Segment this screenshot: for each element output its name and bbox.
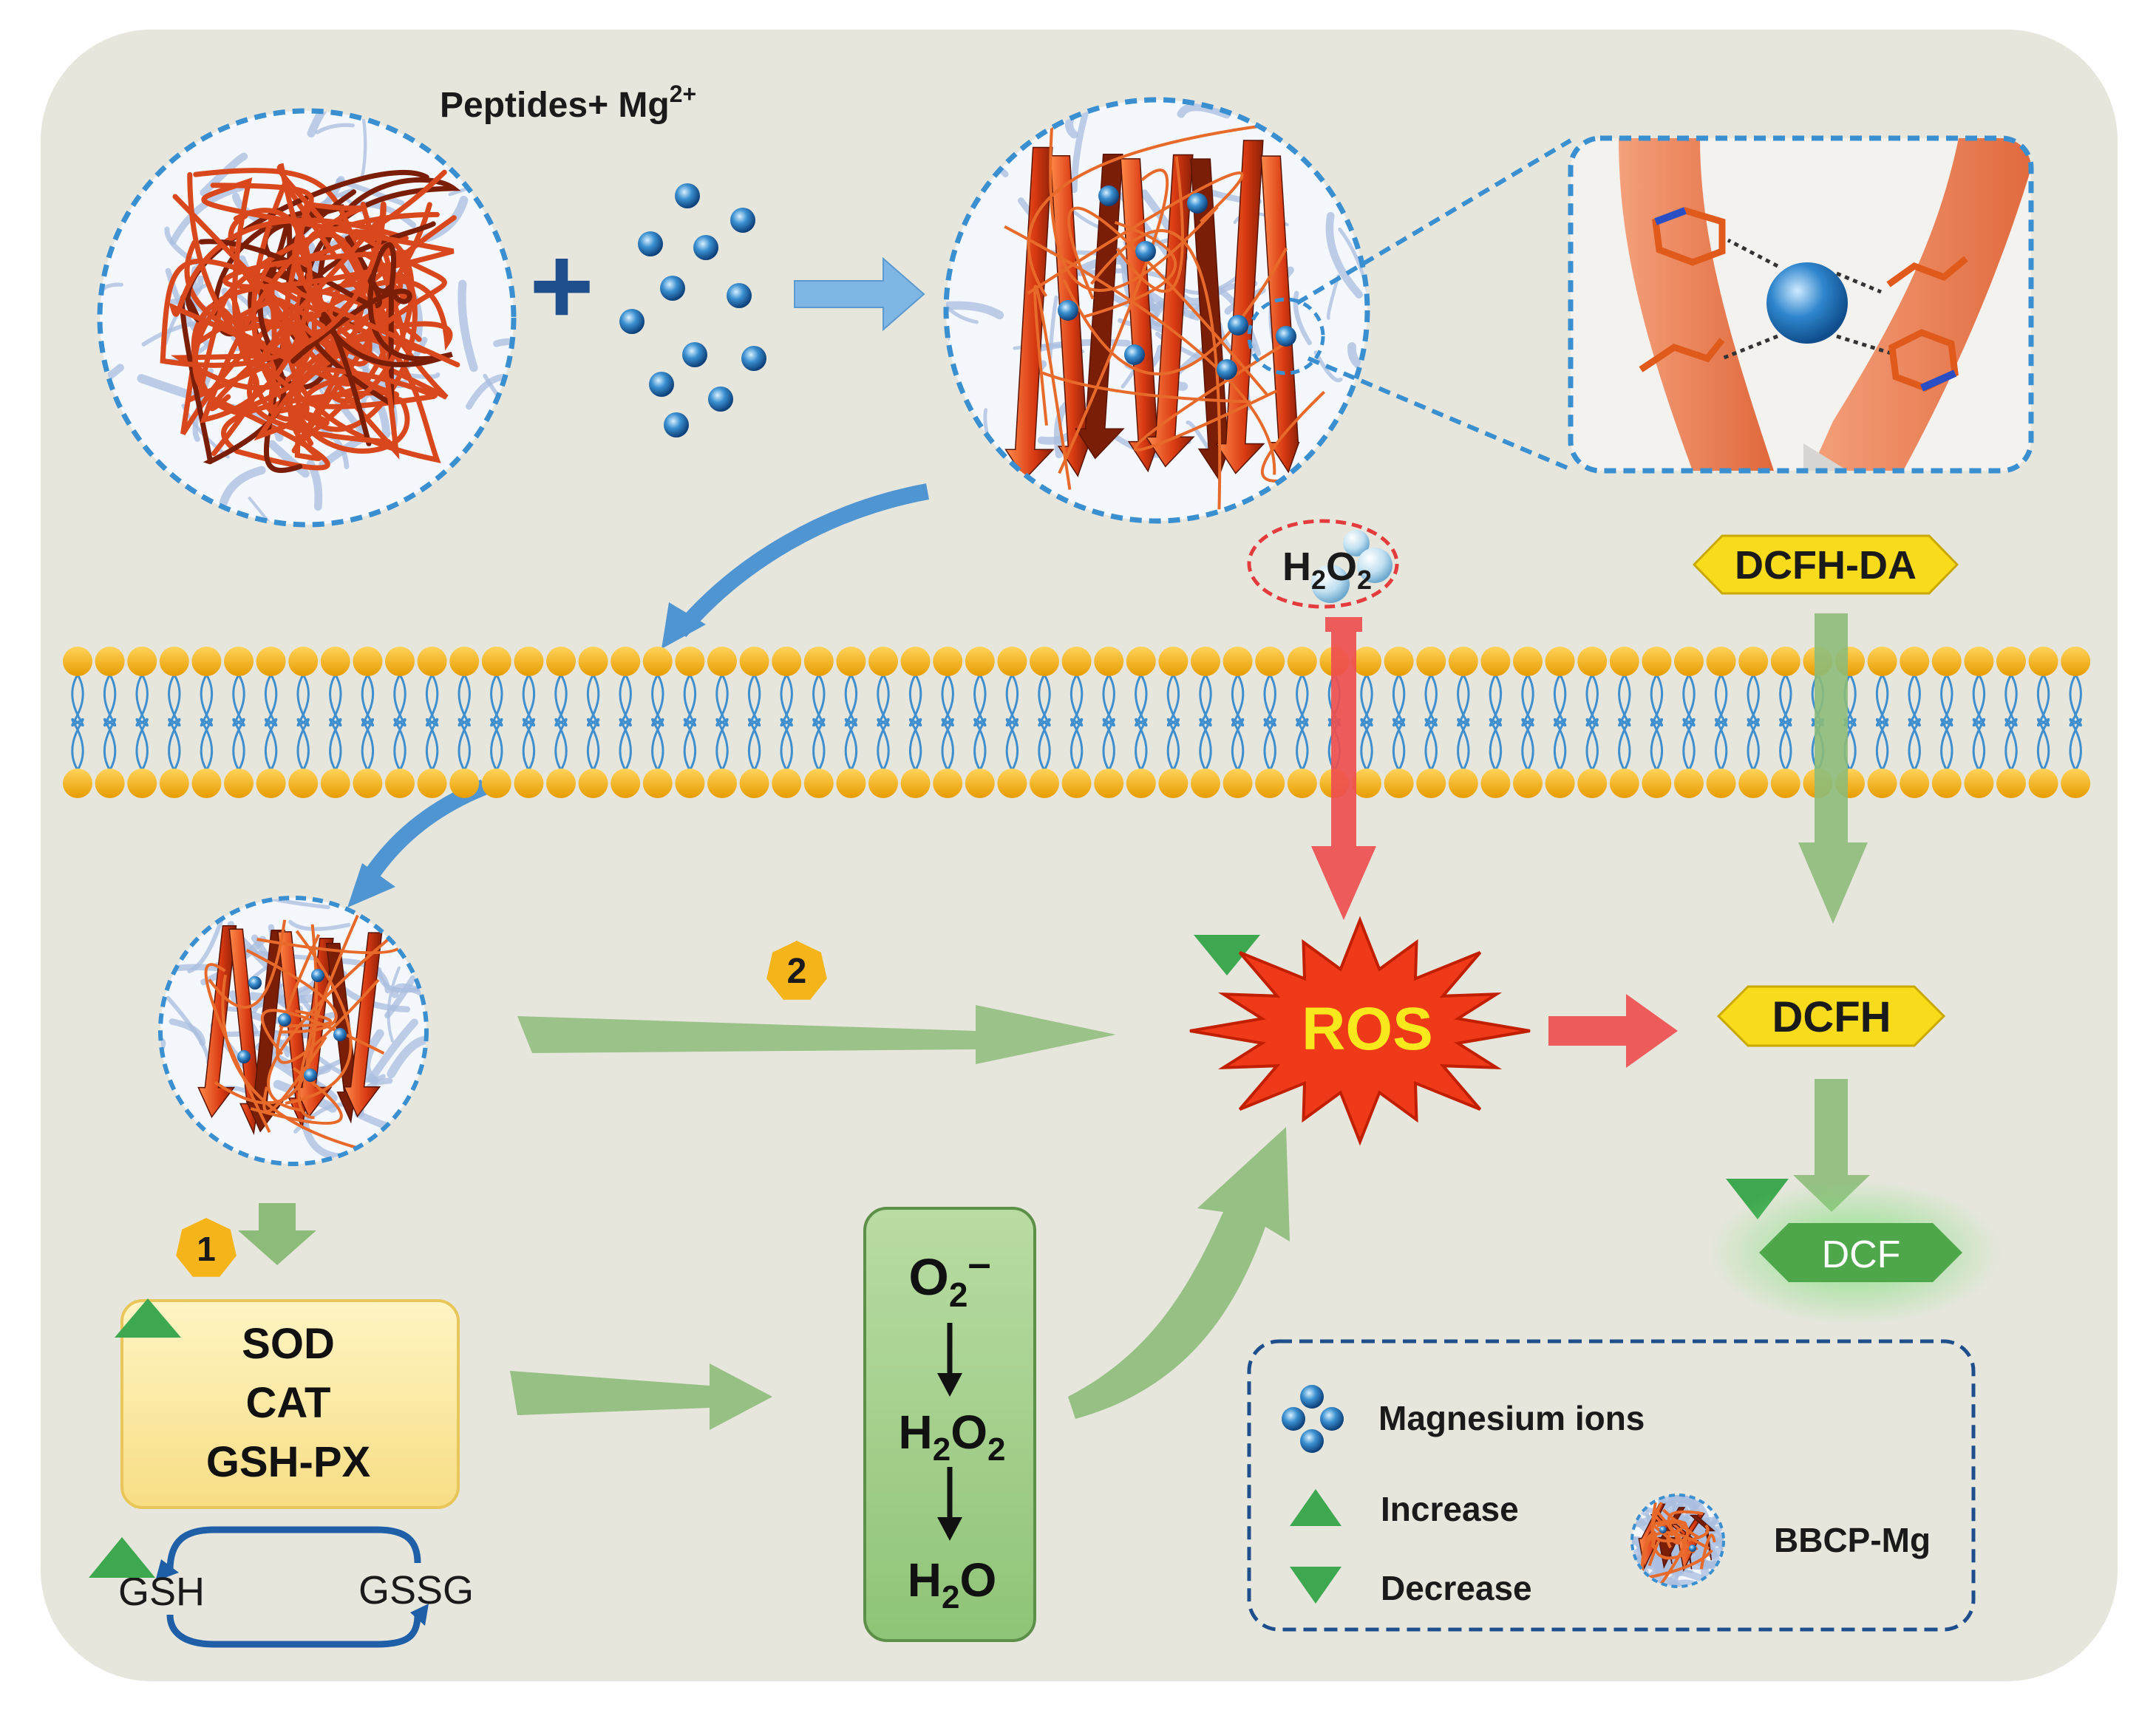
- legend-increase-triangle: [1290, 1489, 1341, 1526]
- enzyme-increase-triangle: [115, 1298, 181, 1338]
- enzyme-sod: SOD: [242, 1320, 335, 1368]
- svg-text:DCFH: DCFH: [1772, 993, 1891, 1041]
- legend-bbcp-icon: [1630, 1494, 1725, 1588]
- legend-bbcp-label: BBCP-Mg: [1774, 1521, 1931, 1559]
- plus-sign: +: [529, 223, 594, 347]
- dcfh-label: DCFH: [1716, 985, 1946, 1047]
- svg-text:2: 2: [787, 952, 807, 991]
- peptides-mg-label: Peptides+ Mg2+: [440, 81, 696, 125]
- h2o2-influx-arrow: [1311, 617, 1376, 920]
- coordination-zoom-box: [1568, 135, 2034, 474]
- bbcp-mg-complex-sphere: [943, 97, 1370, 524]
- gsh-increase-triangle: [89, 1537, 155, 1578]
- legend-increase-label: Increase: [1381, 1490, 1519, 1528]
- dcfh-da-entry-arrow: [1798, 613, 1868, 924]
- direct-scavenging-arrow: [517, 1005, 1116, 1064]
- ros-burst: ROS: [1189, 916, 1531, 1146]
- dcfh-da-label: DCFH-DA: [1692, 534, 1959, 595]
- svg-text:ROS: ROS: [1302, 995, 1433, 1063]
- reaction-to-ros-arrow: [1068, 1127, 1290, 1419]
- dcfh-to-dcf-arrow: [1793, 1079, 1870, 1212]
- uptake-arrow-upper: [662, 483, 930, 649]
- svg-text:H2O: H2O: [908, 1553, 996, 1615]
- svg-text:DCF: DCF: [1822, 1233, 1901, 1276]
- enzyme-activation-arrow: [238, 1203, 316, 1265]
- binding-arrow: [794, 256, 925, 332]
- ros-decrease-triangle: [1194, 935, 1260, 975]
- zoom-line-top: [1296, 138, 1572, 305]
- zoom-line-bottom: [1307, 356, 1572, 471]
- legend-decrease-label: Decrease: [1381, 1569, 1532, 1607]
- cell-membrane: [63, 647, 2091, 798]
- enzyme-gsh-px: GSH-PX: [206, 1438, 371, 1486]
- gssg-label: GSSG: [358, 1568, 474, 1612]
- svg-text:H2O2: H2O2: [1282, 545, 1372, 595]
- svg-text:O2–: O2–: [908, 1239, 990, 1314]
- magnesium-ions: [619, 183, 766, 437]
- dcf-label: DCF: [1707, 1179, 2003, 1327]
- gsh-gssg-cycle: GSH GSSG: [118, 1526, 474, 1648]
- legend: Magnesium ions Increase Decrease BBCP-Mg: [1247, 1339, 1976, 1632]
- ros-oxidation-arrow: [1548, 994, 1678, 1068]
- legend-ion-icon: [1282, 1385, 1344, 1453]
- legend-decrease-triangle: [1290, 1567, 1341, 1604]
- superoxide-dismutation-box: O2– H2O2 H2O: [863, 1207, 1036, 1642]
- peptide-sphere: [97, 108, 517, 528]
- svg-text:1: 1: [197, 1230, 216, 1268]
- svg-text:DCFH-DA: DCFH-DA: [1735, 543, 1917, 588]
- enzyme-cat: CAT: [246, 1379, 331, 1427]
- antioxidant-enzymes-box: SOD CAT GSH-PX: [120, 1299, 460, 1509]
- step-1-badge: 1: [176, 1218, 237, 1277]
- enzyme-to-reaction-arrow: [510, 1363, 772, 1430]
- h2o2-molecule: H2O2: [1247, 519, 1399, 609]
- step-2-badge: 2: [766, 941, 827, 1000]
- svg-text:H2O2: H2O2: [899, 1406, 1006, 1468]
- legend-magnesium-label: Magnesium ions: [1378, 1399, 1645, 1437]
